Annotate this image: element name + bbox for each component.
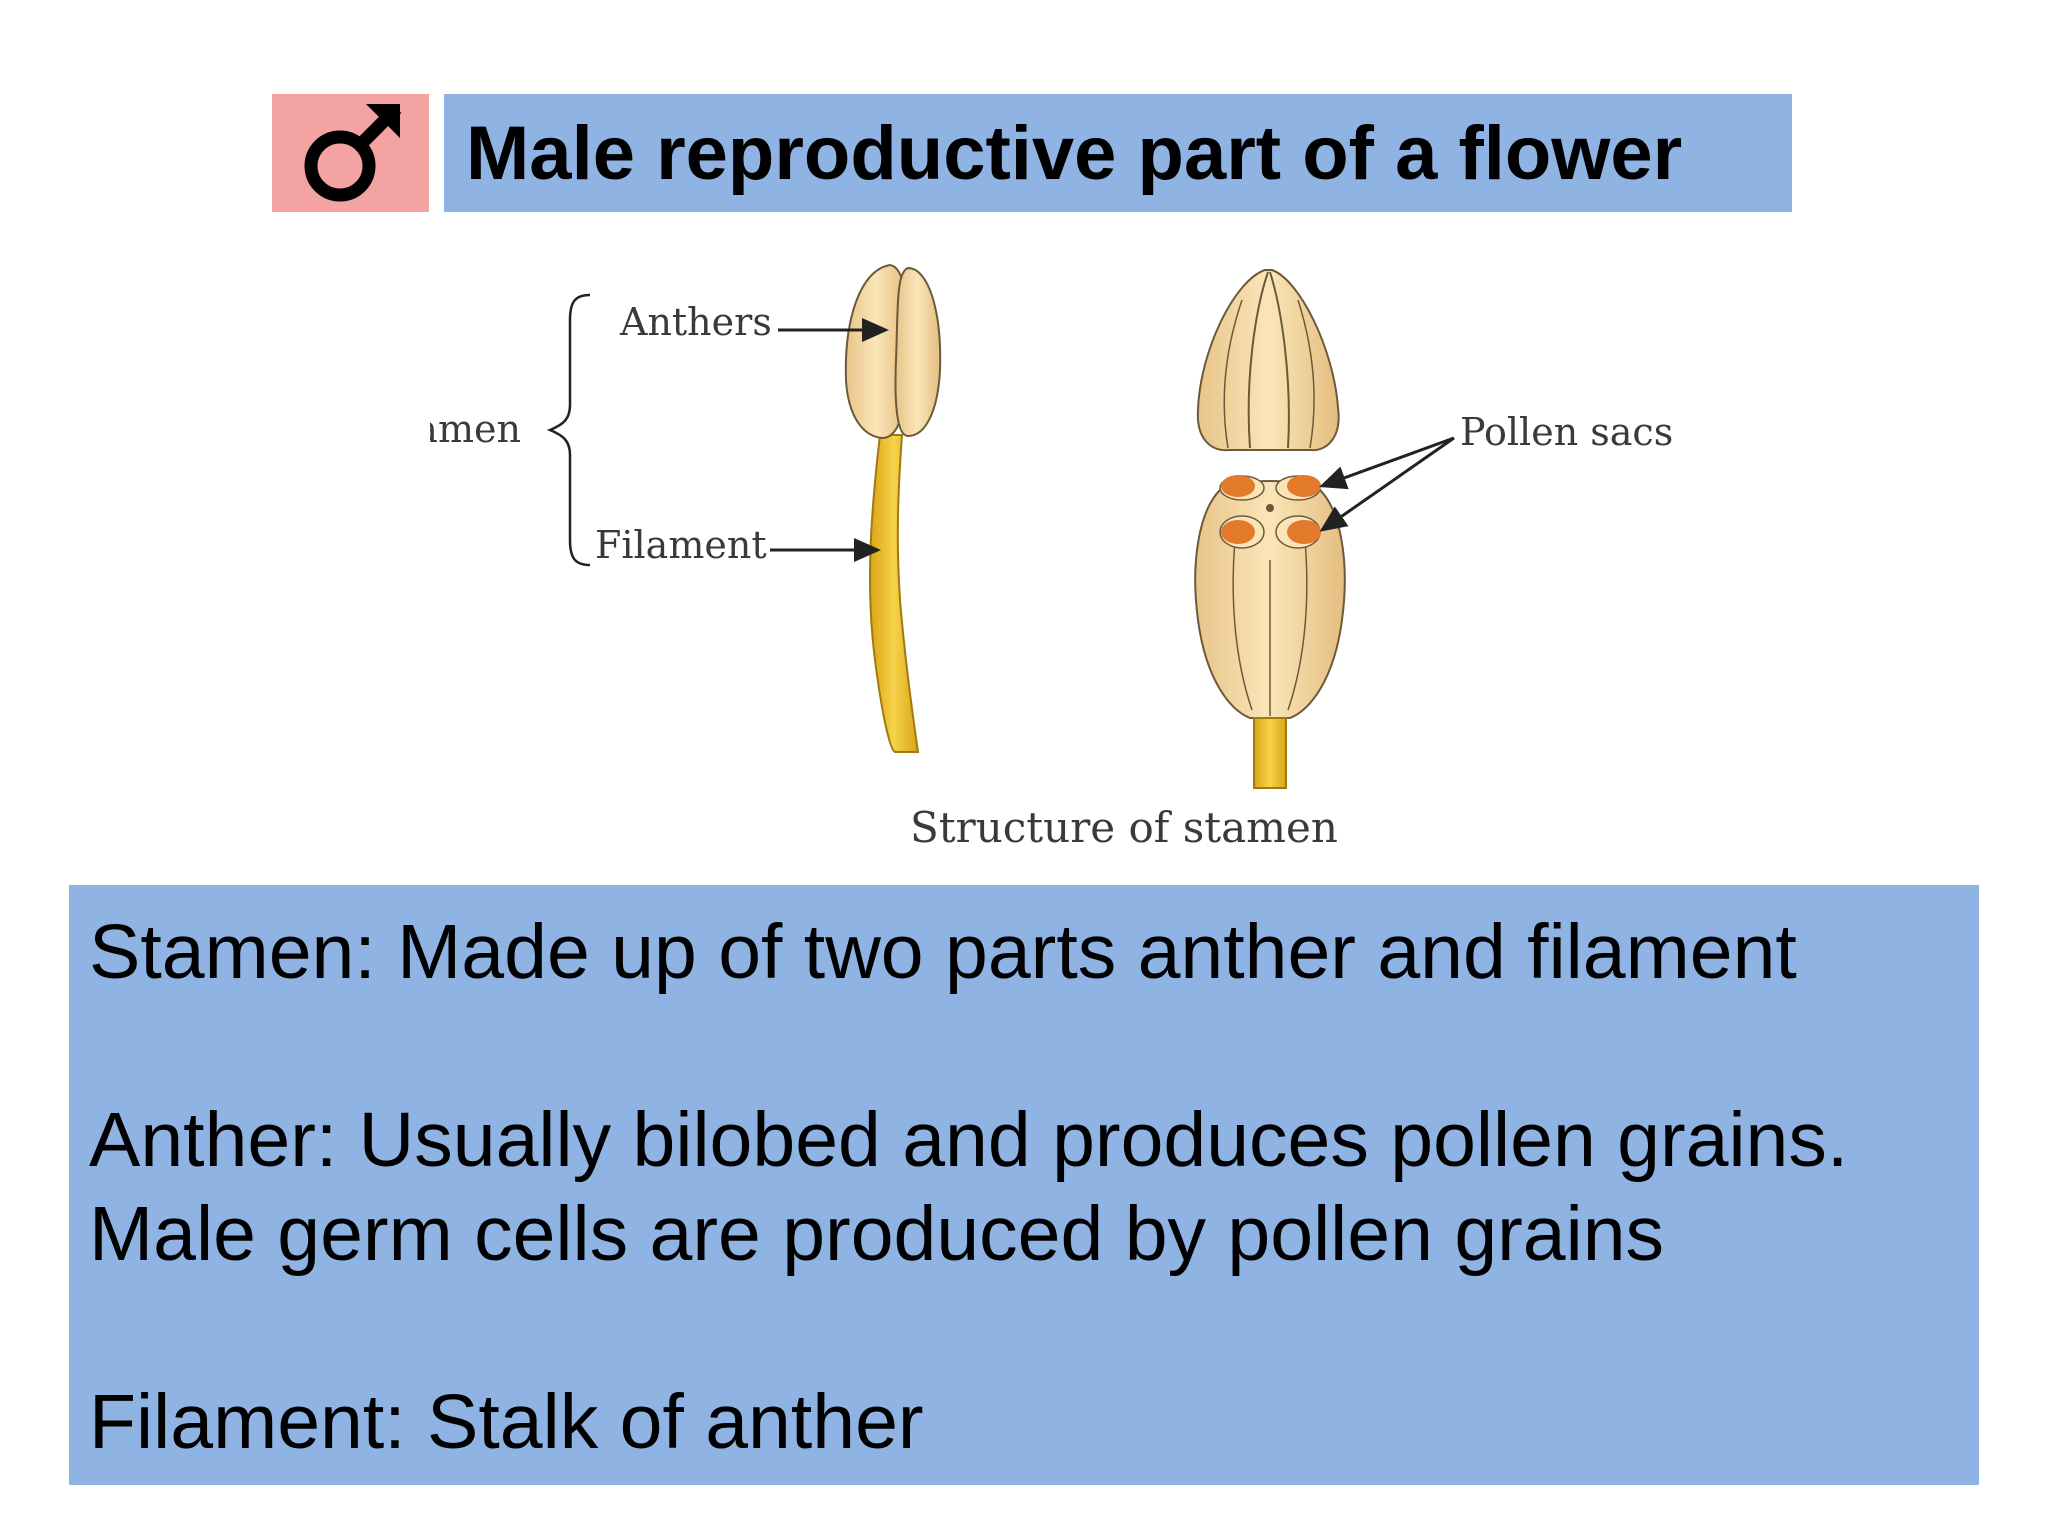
anther-definition-continued: Male germ cells are produced by pollen g… — [89, 1191, 1665, 1277]
filament-shape — [868, 434, 920, 753]
anther-definition: Anther: Usually bilobed and produces pol… — [89, 1097, 1849, 1183]
anther-shape — [844, 263, 942, 440]
stamen-diagram: Anthers Stamen Filament Pollen sacs Stru… — [430, 240, 1720, 870]
anther-cross-section — [1194, 475, 1346, 789]
male-symbol-badge — [272, 94, 429, 212]
info-spacer — [89, 999, 1959, 1093]
pollen-sacs-arrow — [1319, 436, 1455, 490]
filament-definition: Filament: Stalk of anther — [89, 1379, 924, 1465]
stamen-illustration: Anthers Stamen Filament Pollen sacs Stru… — [430, 263, 1673, 852]
pollen-sac — [1287, 475, 1321, 497]
pollen-sac — [1287, 520, 1321, 544]
page-title: Male reproductive part of a flower — [466, 110, 1683, 196]
filament-label: Filament — [595, 523, 767, 567]
stamen-label: Stamen — [430, 407, 521, 451]
title-banner: Male reproductive part of a flower — [444, 94, 1792, 212]
anthers-label: Anthers — [619, 300, 772, 344]
pollen-sacs-label: Pollen sacs — [1460, 410, 1673, 454]
diagram-caption: Structure of stamen — [910, 803, 1338, 852]
pollen-sacs-arrow — [1319, 436, 1455, 532]
anther-top-view — [1196, 269, 1340, 452]
male-symbol-icon — [304, 103, 401, 202]
pollen-sac — [1221, 475, 1255, 497]
info-panel: Stamen: Made up of two parts anther and … — [69, 885, 1979, 1485]
pollen-sac — [1221, 520, 1255, 544]
stamen-brace — [546, 293, 591, 567]
info-spacer — [89, 1281, 1959, 1375]
stamen-definition: Stamen: Made up of two parts anther and … — [89, 909, 1797, 995]
